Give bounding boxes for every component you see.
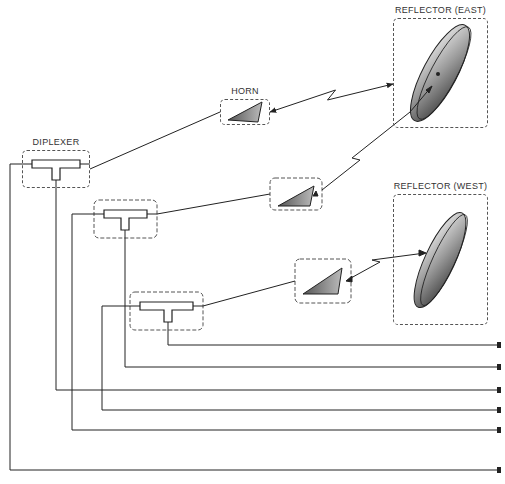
wire	[147, 214, 157, 215]
wire	[168, 322, 500, 345]
wire	[80, 164, 90, 165]
reflector-east	[400, 17, 481, 128]
wire	[102, 306, 500, 410]
dashed-box: REFLECTOR (EAST)	[393, 18, 488, 128]
wire	[193, 306, 203, 307]
wire	[10, 164, 500, 470]
dashed-box: HORN	[220, 99, 270, 125]
part-label: REFLECTOR (WEST)	[374, 181, 505, 192]
dashed-boxes	[94, 178, 351, 330]
wire	[203, 281, 295, 306]
horn-box	[270, 178, 322, 210]
diplexer-symbol	[140, 302, 193, 322]
wire	[56, 180, 500, 390]
wire	[125, 230, 500, 367]
beam-arrow	[351, 253, 425, 278]
connector	[90, 112, 220, 169]
connector	[270, 84, 393, 112]
horn-symbol	[228, 102, 262, 122]
part-label: REFLECTOR (EAST)	[374, 5, 505, 16]
diplexer-box	[130, 292, 203, 330]
beam-arrow	[322, 86, 432, 190]
reflector-west	[404, 207, 475, 314]
dashed-box: REFLECTOR (WEST)	[393, 194, 488, 325]
dashed-box: DIPLEXER	[22, 150, 90, 188]
horn-symbol	[303, 268, 342, 294]
horn-box	[295, 259, 351, 303]
diplexer-symbol	[104, 210, 147, 230]
wire	[72, 214, 500, 430]
wire	[157, 194, 270, 214]
diplexer-symbol	[32, 160, 80, 180]
wires	[10, 164, 500, 470]
part-label: DIPLEXER	[3, 137, 109, 148]
part-label: HORN	[201, 86, 289, 97]
horn-symbol	[278, 186, 314, 206]
terminals	[497, 342, 501, 473]
